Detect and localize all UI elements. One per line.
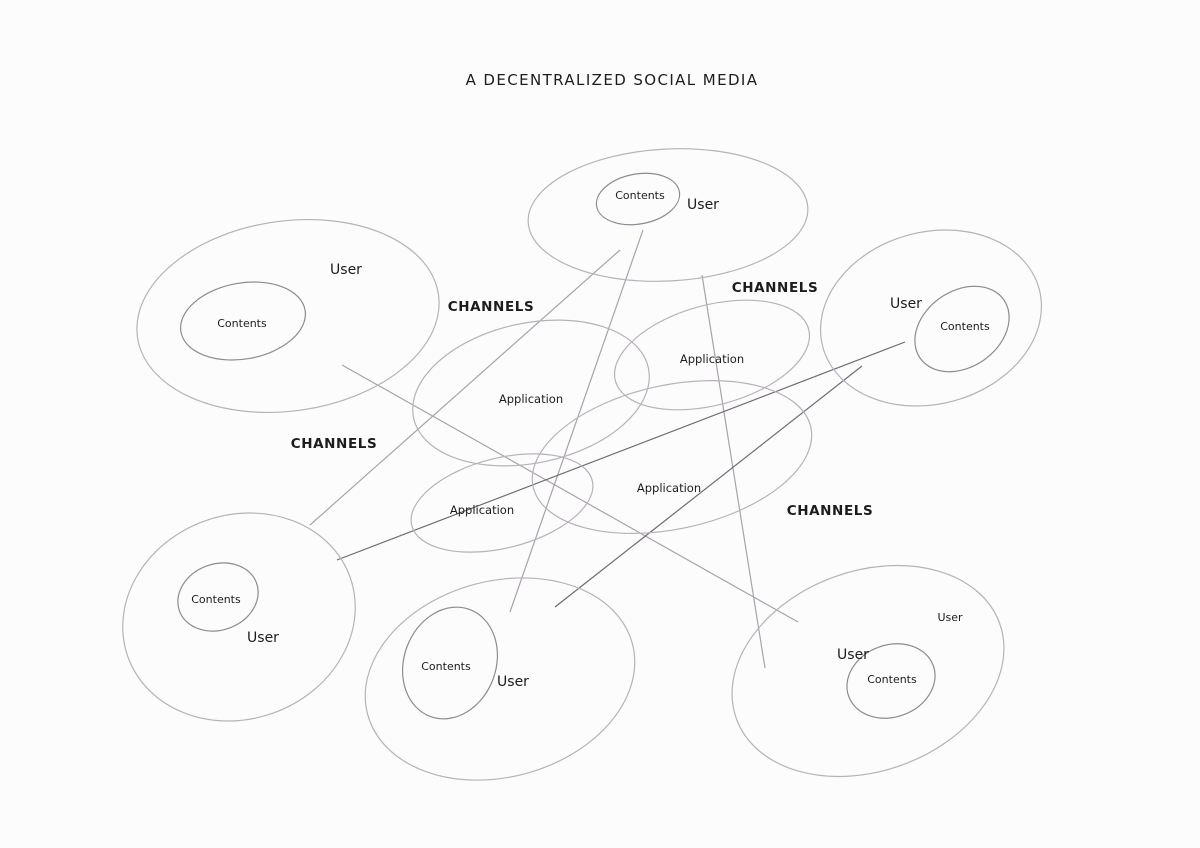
user-bottom-left-outline xyxy=(122,512,356,722)
contents-label-right: Contents xyxy=(940,320,990,333)
application-center-left xyxy=(412,319,650,467)
application-upper-right xyxy=(613,299,811,411)
application-lower-right xyxy=(531,380,813,534)
channels-label-left: CHANNELS xyxy=(291,436,378,452)
link-top-user-to-bottom-middle-user xyxy=(509,229,644,613)
channels-label-upper-right: CHANNELS xyxy=(732,280,819,296)
user-bottom-middle xyxy=(364,577,636,781)
user-bottom-middle-outline xyxy=(364,577,636,781)
user-top-outline xyxy=(527,148,809,282)
contents-label-top: Contents xyxy=(615,189,665,202)
user-label-right: User xyxy=(890,296,922,312)
user-label-top-left: User xyxy=(330,262,362,278)
contents-label-bottom-middle: Contents xyxy=(421,660,471,673)
link-right-user-to-bottom-middle-user xyxy=(554,365,863,608)
user-top-left xyxy=(136,218,440,414)
user-top-left-outline xyxy=(136,218,440,414)
link-right-user-to-bottom-left-user xyxy=(336,341,906,561)
contents-top-outline xyxy=(595,172,681,226)
contents-bottom-left-outline xyxy=(177,562,259,632)
contents-bottom-middle-outline xyxy=(401,606,499,720)
application-label-lower-right: Application xyxy=(637,481,701,495)
contents-top-left-outline xyxy=(180,281,306,361)
user-label-bottom-middle: User xyxy=(497,674,529,690)
application-label-upper-right: Application xyxy=(680,352,744,366)
contents-bottom-right-outline xyxy=(846,643,936,719)
user-bottom-right xyxy=(731,564,1005,778)
contents-right-outline xyxy=(914,285,1010,373)
channel-links xyxy=(309,229,906,669)
user-top xyxy=(527,148,809,282)
channels-label-lower-right: CHANNELS xyxy=(787,503,874,519)
user-bottom-left xyxy=(122,512,356,722)
contents-label-bottom-left: Contents xyxy=(191,593,241,606)
application-label-lower-left: Application xyxy=(450,503,514,517)
application-lower-left xyxy=(410,453,594,553)
user-bottom-right-outline xyxy=(731,564,1005,778)
user-right-outline xyxy=(819,229,1043,407)
application-label-center-left: Application xyxy=(499,392,563,406)
user-label-bottom-right: User xyxy=(837,647,869,663)
user-label-top: User xyxy=(687,197,719,213)
link-top-left-user-to-bottom-right-user xyxy=(341,364,799,623)
link-top-user-to-bottom-right-user xyxy=(701,274,766,669)
diagram-title: A DECENTRALIZED SOCIAL MEDIA xyxy=(466,71,759,89)
user-label-bottom-right-small: User xyxy=(937,611,963,624)
applications xyxy=(410,299,813,553)
contents-label-top-left: Contents xyxy=(217,317,267,330)
contents-label-bottom-right: Contents xyxy=(867,673,917,686)
link-top-user-to-bottom-left-user xyxy=(309,249,621,526)
user-right xyxy=(819,229,1043,407)
channels-label-upper-middle: CHANNELS xyxy=(448,299,535,315)
user-label-bottom-left: User xyxy=(247,630,279,646)
